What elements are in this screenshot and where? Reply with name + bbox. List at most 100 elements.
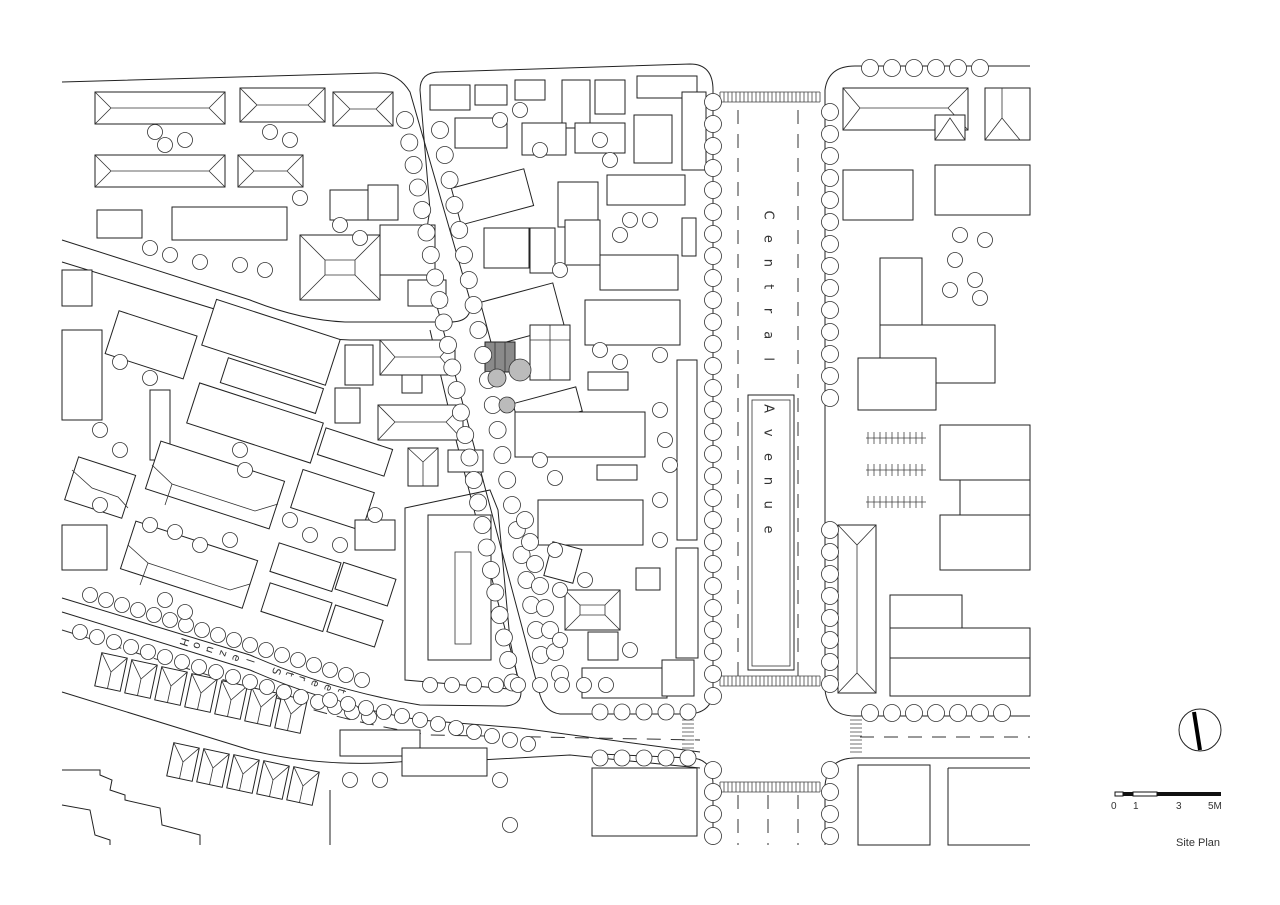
tree (704, 137, 722, 155)
street-label-glyph: u (203, 644, 218, 655)
tree (704, 599, 722, 617)
tree (177, 132, 193, 148)
tree (82, 587, 98, 603)
tree (142, 240, 158, 256)
tree (512, 102, 528, 118)
tree (146, 607, 162, 623)
tree (282, 512, 298, 528)
tree (821, 279, 839, 297)
street-label-glyph: o (190, 640, 205, 651)
tree (237, 462, 253, 478)
tree (258, 642, 274, 658)
tree (552, 632, 568, 648)
tree (332, 217, 348, 233)
tree (704, 115, 722, 133)
tree (92, 422, 108, 438)
tree (512, 546, 531, 564)
tree (821, 169, 839, 187)
tree (342, 772, 358, 788)
tree (142, 370, 158, 386)
tree (662, 457, 678, 473)
tree (821, 565, 839, 583)
tree (290, 652, 306, 668)
tree (821, 125, 839, 143)
scale-tick-label: 0 (1111, 801, 1117, 812)
tree (821, 323, 839, 341)
tree (612, 227, 628, 243)
tree (635, 749, 653, 767)
tree (502, 817, 518, 833)
scale-bar (1114, 791, 1221, 797)
tree (972, 290, 988, 306)
tree (657, 749, 675, 767)
tree (464, 471, 483, 489)
tree (704, 577, 722, 595)
tree (434, 313, 453, 332)
tree (821, 235, 839, 253)
tree (883, 704, 901, 722)
tree (704, 335, 722, 353)
tree (352, 230, 368, 246)
tree (821, 345, 839, 363)
tree (439, 336, 457, 354)
tree (421, 246, 440, 264)
tree (276, 684, 292, 700)
tree (492, 112, 508, 128)
tree (679, 749, 697, 767)
tree (883, 59, 901, 77)
tree (162, 247, 178, 263)
tree (591, 749, 609, 767)
tree (499, 651, 518, 669)
tree (177, 604, 193, 620)
tree (821, 191, 839, 209)
tree (426, 268, 445, 287)
tree (293, 689, 309, 705)
tree (257, 262, 273, 278)
tree (821, 543, 839, 561)
tree (613, 703, 631, 721)
tree (474, 346, 493, 364)
tree (704, 291, 722, 309)
tree (460, 448, 479, 467)
scale-tick-label: 5M (1208, 801, 1222, 812)
tree (942, 282, 958, 298)
tree (448, 720, 464, 736)
tree (532, 452, 548, 468)
tree (232, 442, 248, 458)
tree (704, 159, 722, 177)
buildings (61, 75, 1031, 846)
tree (430, 716, 446, 732)
tree (612, 354, 628, 370)
tree (322, 662, 338, 678)
tree (372, 772, 388, 788)
tree (704, 533, 722, 551)
tree (622, 642, 638, 658)
tree (977, 232, 993, 248)
tree (490, 606, 509, 624)
tree (821, 827, 839, 845)
tree (89, 629, 105, 645)
tree (821, 675, 839, 693)
tree (704, 445, 722, 463)
tree (642, 212, 658, 228)
tree (396, 111, 414, 129)
tree (408, 178, 427, 197)
tree (927, 704, 945, 722)
tree (322, 692, 338, 708)
street-label-glyph: e (308, 678, 323, 689)
tree (450, 221, 469, 239)
tree (821, 389, 839, 407)
tree (503, 496, 521, 514)
tree (704, 225, 722, 243)
tree (927, 59, 945, 77)
tree (259, 679, 275, 695)
tree (210, 627, 226, 643)
tree (455, 246, 473, 264)
tree (466, 677, 482, 693)
tree (532, 142, 548, 158)
tree (498, 471, 517, 489)
tree (477, 538, 496, 557)
tree (492, 772, 508, 788)
tree (704, 247, 722, 265)
street-label-glyph: e (321, 683, 336, 694)
